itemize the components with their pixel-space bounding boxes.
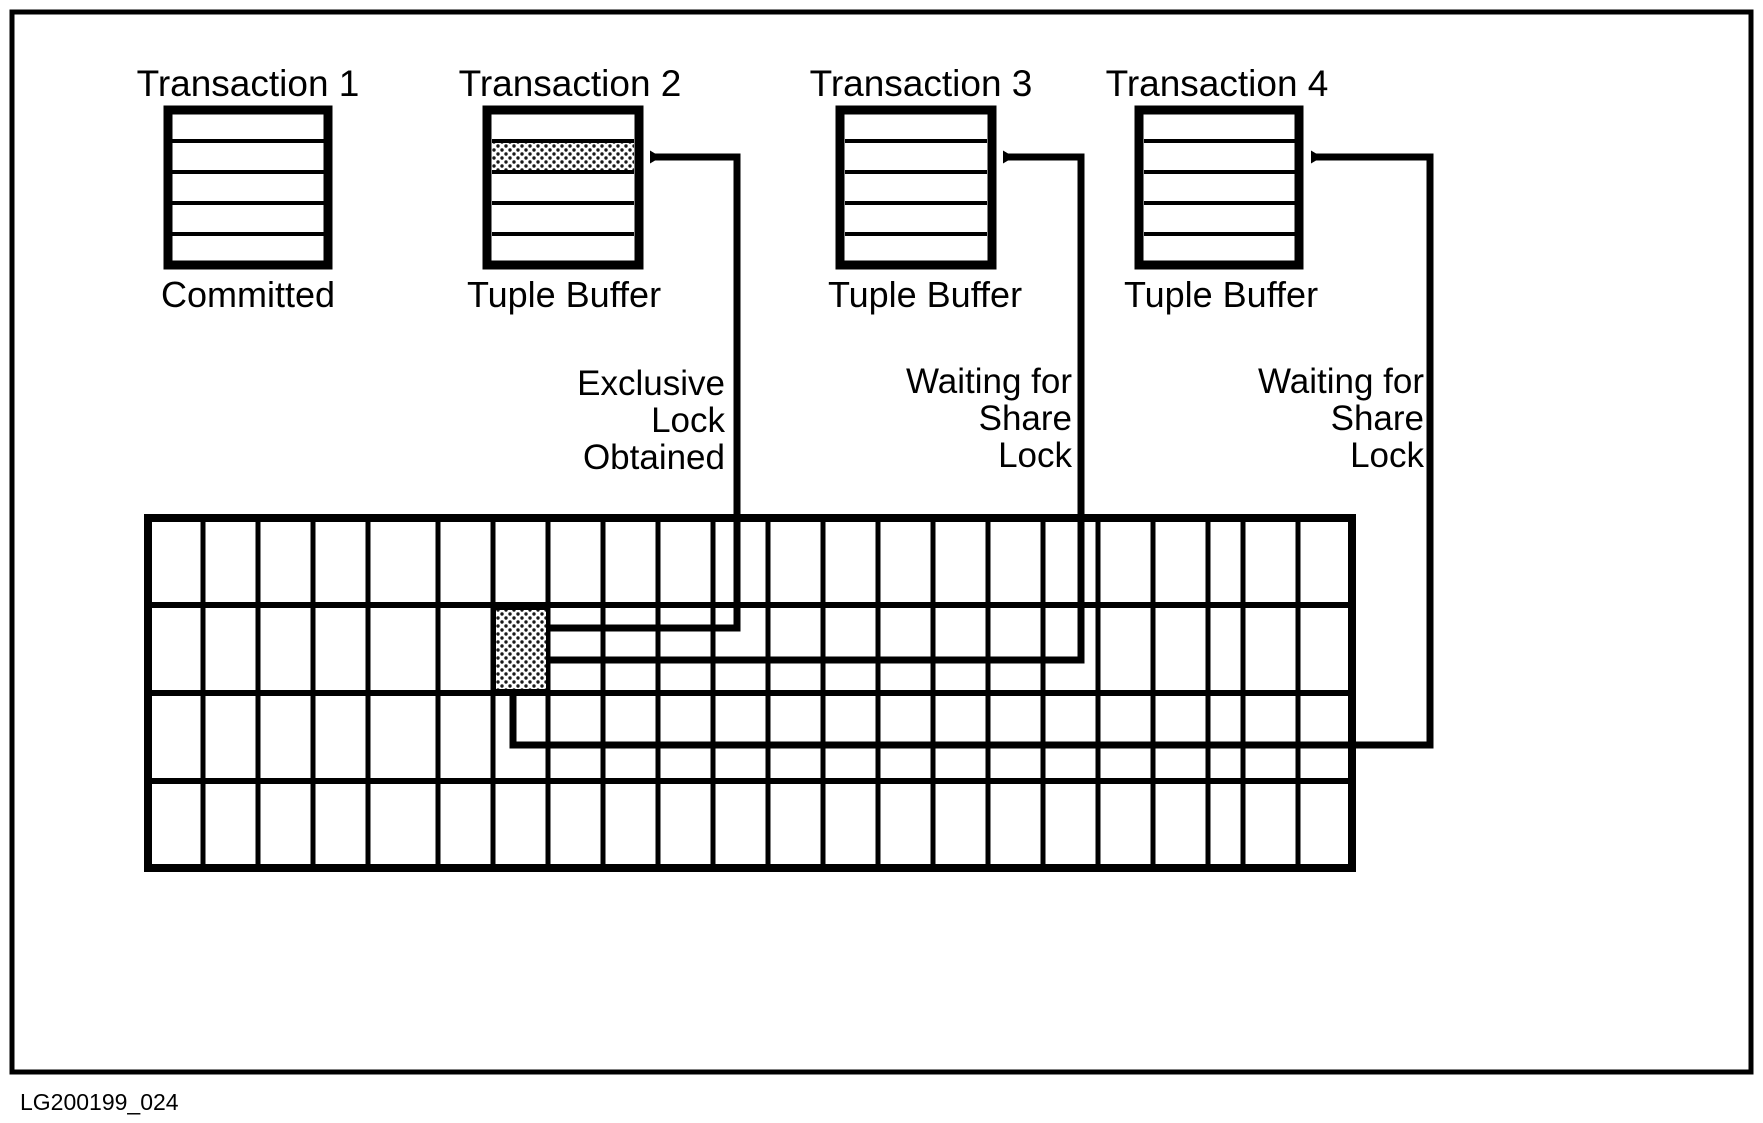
locked-tuple-cell-outline <box>492 606 550 693</box>
figure-id-caption: LG200199_024 <box>20 1089 179 1115</box>
transaction-3-group <box>835 105 997 270</box>
connector-transaction-2 <box>548 150 741 632</box>
transaction-2-group <box>482 105 644 270</box>
transaction-1-caption: Committed <box>161 274 335 315</box>
transaction-1-group <box>163 105 333 270</box>
annotation-share-lock-4-line2: Share <box>1331 399 1424 438</box>
connector-transaction-4 <box>509 150 1434 749</box>
transaction-4-caption: Tuple Buffer <box>1124 274 1318 315</box>
annotation-share-lock-4-line3: Lock <box>1350 436 1424 475</box>
figure-outer-frame <box>9 9 1754 1075</box>
transaction-4-title: Transaction 4 <box>1106 63 1329 104</box>
page-grid-border <box>144 514 1356 872</box>
transaction-2-shaded-row <box>492 141 634 172</box>
grid-col-lines <box>200 518 1301 868</box>
transaction-2-box <box>482 105 644 270</box>
page-grid <box>144 514 1356 872</box>
annotation-exclusive-lock-line2: Lock <box>651 401 725 440</box>
transaction-4-group <box>1134 105 1304 270</box>
transaction-1-title: Transaction 1 <box>137 63 360 104</box>
connector-transaction-3 <box>548 150 1085 664</box>
annotation-share-lock-3-line1: Waiting for <box>906 362 1072 401</box>
transaction-3-box <box>835 105 997 270</box>
transaction-2-caption: Tuple Buffer <box>467 274 661 315</box>
locked-tuple-cell <box>494 608 548 691</box>
annotation-share-lock-4-line1: Waiting for <box>1258 362 1424 401</box>
annotation-exclusive-lock-line1: Exclusive <box>577 364 725 403</box>
transaction-3-title: Transaction 3 <box>810 63 1033 104</box>
annotation-share-lock-3-line3: Lock <box>998 436 1072 475</box>
annotation-exclusive-lock-line3: Obtained <box>583 438 725 477</box>
transaction-1-box <box>163 105 333 270</box>
transaction-2-title: Transaction 2 <box>459 63 682 104</box>
annotation-share-lock-3-line2: Share <box>979 399 1072 438</box>
transaction-3-caption: Tuple Buffer <box>828 274 1022 315</box>
transaction-4-box <box>1134 105 1304 270</box>
